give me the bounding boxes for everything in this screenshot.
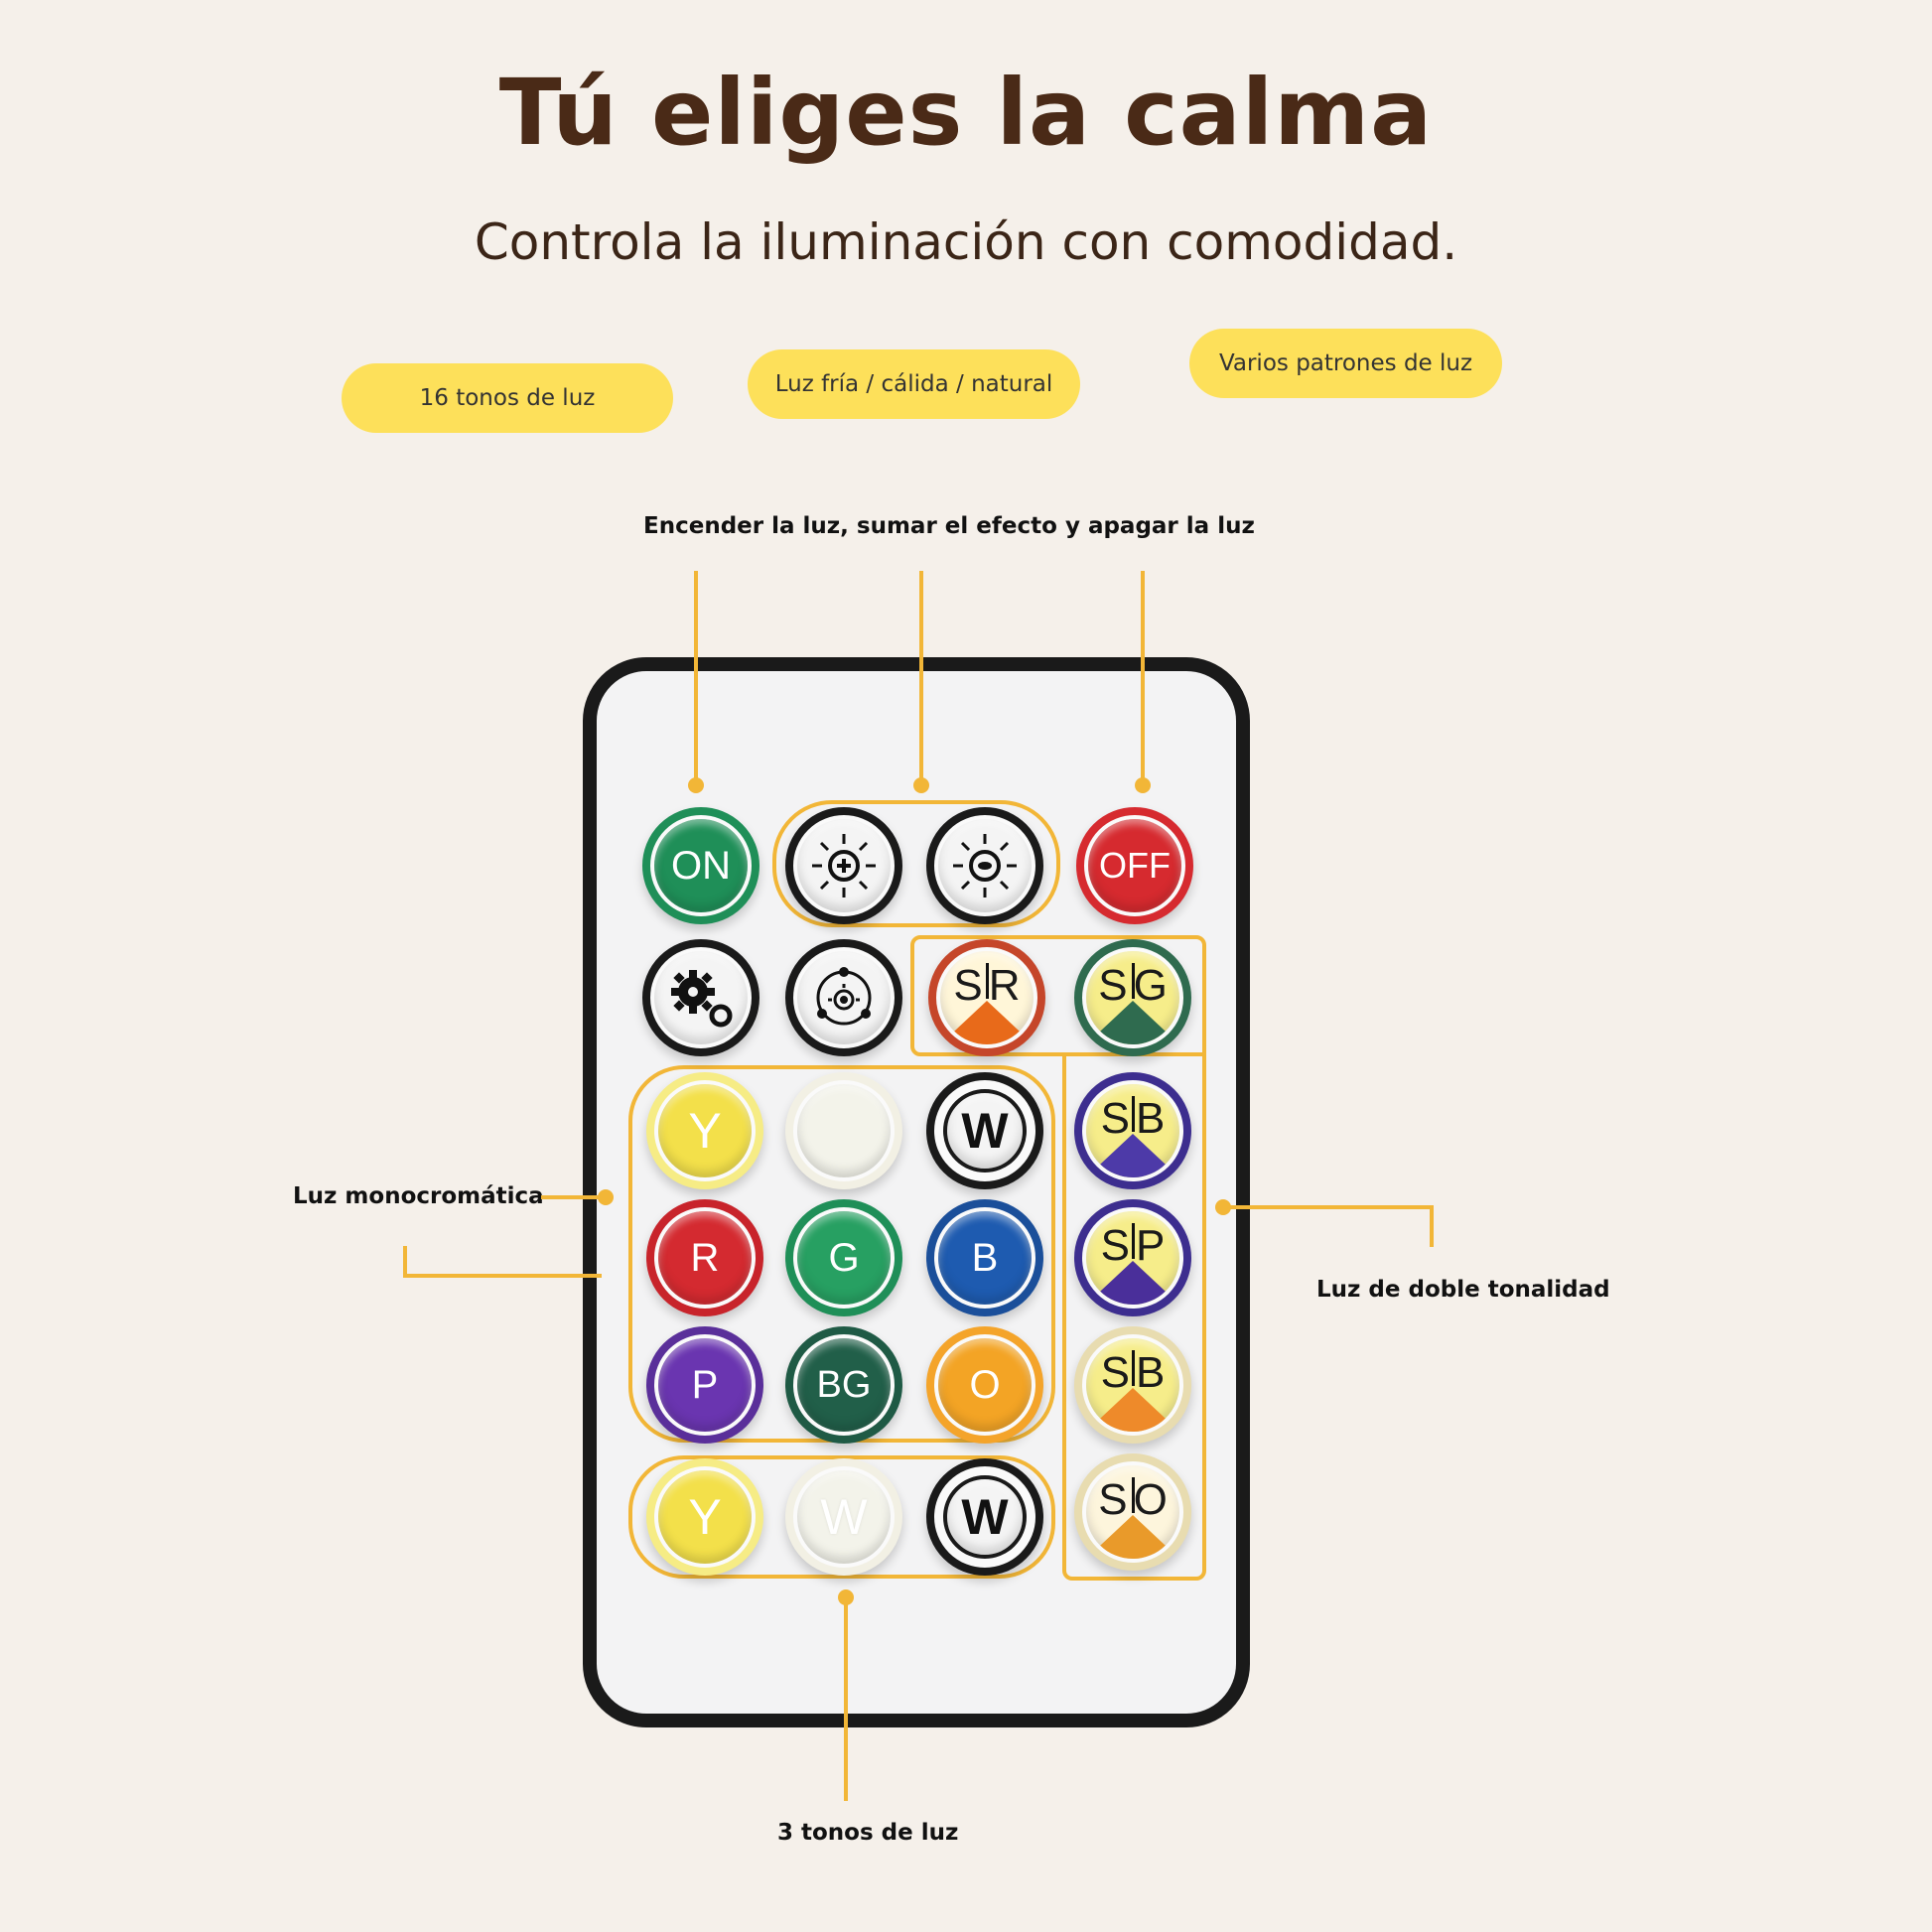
group-outline-dual-upper xyxy=(910,935,1206,1056)
group-outline-tones xyxy=(628,1455,1055,1579)
dual-key-letter: G xyxy=(1133,961,1168,1010)
brightness-down-button[interactable] xyxy=(926,807,1043,924)
color-key-red[interactable]: R xyxy=(646,1199,763,1316)
leader-line-effect xyxy=(919,571,923,784)
dual-key-letter: P xyxy=(1136,1221,1166,1270)
dual-key-letter: O xyxy=(1133,1475,1168,1524)
dual-key-letter: S xyxy=(1100,1221,1130,1270)
color-key-label: G xyxy=(828,1235,860,1280)
dual-key-letter: S xyxy=(953,961,983,1010)
color-key-w[interactable]: W xyxy=(926,1072,1043,1189)
color-key-label: BG xyxy=(816,1363,872,1406)
tone-key-label: Y xyxy=(688,1489,722,1545)
leader-dot-on xyxy=(688,777,704,793)
brightness-up-button[interactable] xyxy=(785,807,902,924)
dual-key-letter: S xyxy=(1098,1475,1128,1524)
brightness-up-icon xyxy=(812,834,876,897)
dual-key-divider xyxy=(986,963,989,999)
leader-line-tones xyxy=(844,1597,848,1801)
feature-pill-cold-warm: Luz fría / cálida / natural xyxy=(748,349,1080,419)
color-key-blue[interactable]: B xyxy=(926,1199,1043,1316)
color-key-label: B xyxy=(971,1235,999,1280)
color-key-label: P xyxy=(691,1362,719,1407)
color-key-label: O xyxy=(969,1362,1001,1407)
leader-line-dual-h xyxy=(1223,1205,1434,1209)
page-title: Tú eliges la calma xyxy=(498,60,1434,166)
feature-pill-patterns: Varios patrones de luz xyxy=(1189,329,1502,398)
mode-cycle-button[interactable] xyxy=(785,939,902,1056)
gear-icon xyxy=(671,970,733,1028)
feature-pill-label: 16 tonos de luz xyxy=(419,385,596,411)
feature-pill-label: Luz fría / cálida / natural xyxy=(774,371,1053,397)
callout-bottom-label: 3 tonos de luz xyxy=(777,1820,959,1846)
color-key-yellow[interactable]: Y xyxy=(646,1072,763,1189)
dual-key-divider xyxy=(1132,1096,1135,1132)
color-key-bluegreen[interactable]: BG xyxy=(785,1326,902,1444)
leader-line-mono-h xyxy=(541,1195,606,1199)
on-button[interactable]: ON xyxy=(642,807,759,924)
tone-key-yellow[interactable]: Y xyxy=(646,1458,763,1576)
feature-pill-label: Varios patrones de luz xyxy=(1218,350,1473,376)
color-key-orange[interactable]: O xyxy=(926,1326,1043,1444)
brightness-down-icon xyxy=(953,834,1017,897)
color-key-green[interactable]: G xyxy=(785,1199,902,1316)
dual-key-letter: B xyxy=(1136,1094,1166,1143)
group-outline-effect xyxy=(772,800,1060,927)
color-key-purple[interactable]: P xyxy=(646,1326,763,1444)
dual-key-letter: B xyxy=(1136,1348,1166,1397)
dual-key-letter: S xyxy=(1100,1094,1130,1143)
leader-line-mono-bracket-h xyxy=(403,1274,602,1278)
leader-dot-off xyxy=(1135,777,1151,793)
dual-key-letter: R xyxy=(988,961,1021,1010)
leader-dot-mono xyxy=(598,1189,614,1205)
color-key-label: W xyxy=(961,1103,1009,1159)
callout-right-label: Luz de doble tonalidad xyxy=(1316,1277,1610,1303)
tone-key-label: W xyxy=(820,1489,868,1545)
off-button[interactable]: OFF xyxy=(1076,807,1193,924)
dual-key-letter: S xyxy=(1098,961,1128,1010)
callout-top-label: Encender la luz, sumar el efecto y apaga… xyxy=(643,513,1255,539)
dual-key-letter: S xyxy=(1100,1348,1130,1397)
color-key-label: Y xyxy=(688,1103,722,1159)
leader-line-mono-bracket-v xyxy=(403,1246,407,1278)
dual-key-divider xyxy=(1132,1223,1135,1259)
feature-pill-16-tones: 16 tonos de luz xyxy=(342,363,673,433)
group-outline-dual-lower xyxy=(1062,1052,1206,1581)
page-subtitle: Controla la iluminación con comodidad. xyxy=(474,213,1458,271)
dual-key-divider xyxy=(1132,1350,1135,1386)
tone-key-label: W xyxy=(961,1489,1009,1545)
leader-line-dual-v xyxy=(1430,1205,1434,1247)
dual-key-divider xyxy=(1132,963,1135,999)
tone-key-warm-white[interactable]: W xyxy=(785,1458,902,1576)
on-button-label: ON xyxy=(671,843,731,888)
color-key-label: R xyxy=(690,1235,720,1280)
off-button-label: OFF xyxy=(1099,845,1171,886)
tone-key-w[interactable]: W xyxy=(926,1458,1043,1576)
dual-key-divider xyxy=(1132,1477,1135,1513)
color-key-white[interactable] xyxy=(785,1072,902,1189)
settings-button[interactable] xyxy=(642,939,759,1056)
mode-cycle-icon xyxy=(816,967,872,1026)
leader-line-on xyxy=(694,571,698,784)
leader-dot-effect xyxy=(913,777,929,793)
leader-line-off xyxy=(1141,571,1145,784)
callout-left-label: Luz monocromática xyxy=(293,1183,544,1209)
